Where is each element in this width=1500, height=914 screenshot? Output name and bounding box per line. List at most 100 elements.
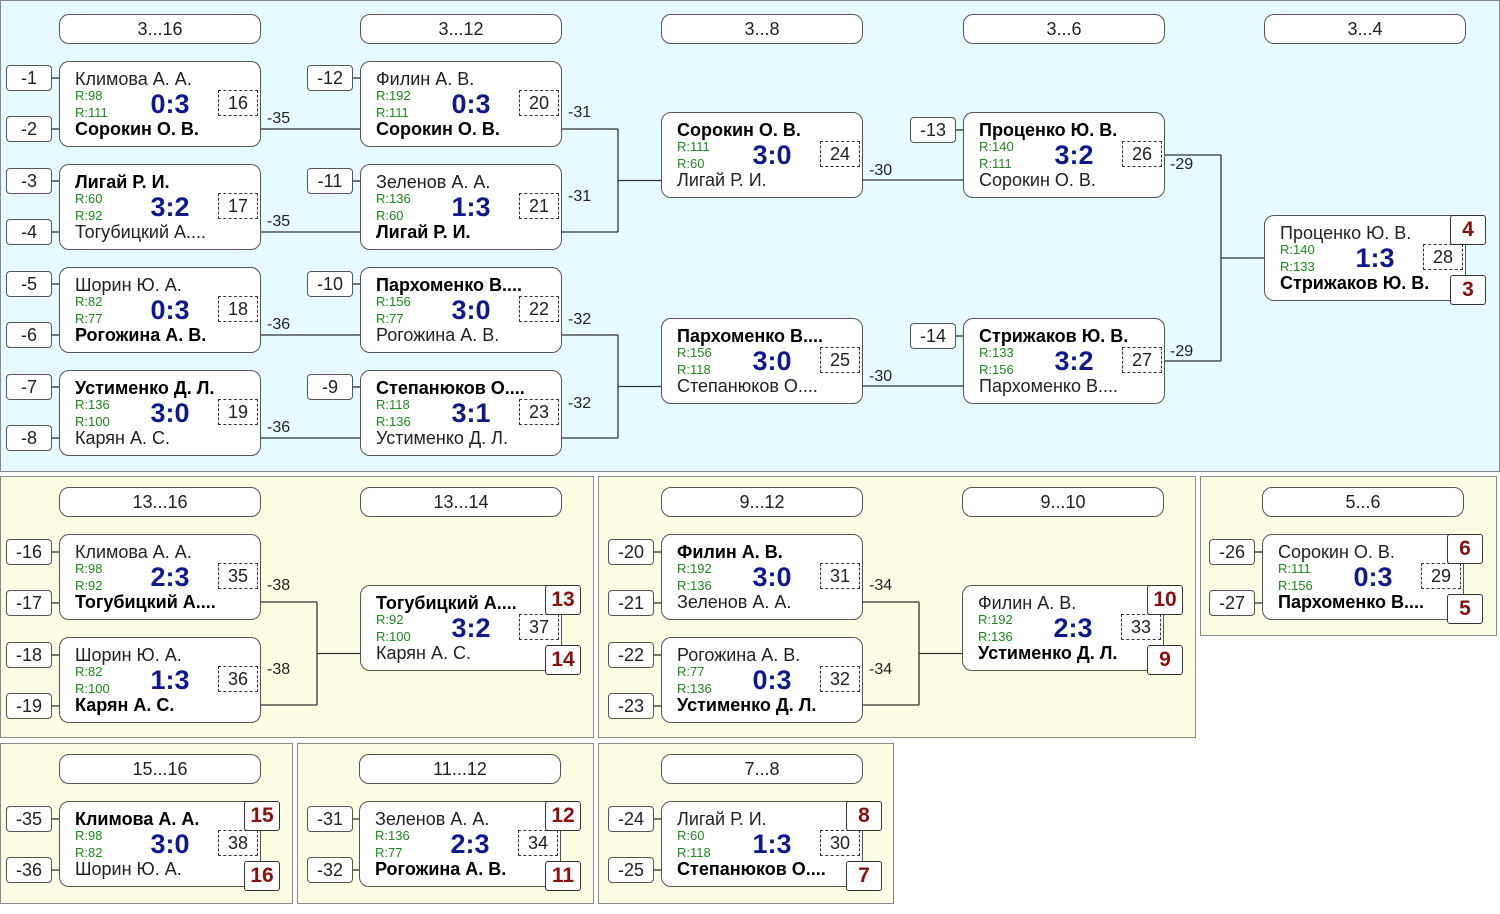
seed-slot[interactable]: -10 xyxy=(307,271,353,297)
seed-slot[interactable]: -21 xyxy=(608,590,654,616)
seed-slot[interactable]: -23 xyxy=(608,693,654,719)
match-score: 0:3 xyxy=(1353,562,1393,592)
match-number: 26 xyxy=(1122,141,1162,167)
player-bottom-rating: R:156 xyxy=(979,362,1014,377)
player-top-rating: R:98 xyxy=(75,561,103,576)
stage-header[interactable]: 3...16 xyxy=(59,14,261,44)
match-number: 23 xyxy=(519,399,559,425)
stage-header[interactable]: 13...16 xyxy=(59,487,261,517)
seed-slot[interactable]: -3 xyxy=(6,168,52,194)
player-top-rating: R:60 xyxy=(75,191,103,206)
stage-header[interactable]: 11...12 xyxy=(359,754,561,784)
seed-slot[interactable]: -32 xyxy=(307,857,353,883)
stage-header[interactable]: 3...8 xyxy=(661,14,863,44)
match-score: 3:2 xyxy=(1054,346,1094,376)
player-bottom-name: Устименко Д. Л. xyxy=(677,695,817,715)
player-bottom-rating: R:100 xyxy=(75,681,110,696)
player-bottom-name: Пархоменко В.... xyxy=(1278,592,1424,612)
match-score: 3:0 xyxy=(150,829,190,859)
seed-slot[interactable]: -9 xyxy=(307,374,353,400)
seed-slot[interactable]: -27 xyxy=(1209,590,1255,616)
seed-slot[interactable]: -14 xyxy=(910,323,956,349)
seed-slot[interactable]: -12 xyxy=(307,65,353,91)
stage-header[interactable]: 15...16 xyxy=(59,754,261,784)
seed-slot[interactable]: -5 xyxy=(6,271,52,297)
stage-header[interactable]: 3...6 xyxy=(963,14,1165,44)
loser-destination: -36 xyxy=(267,419,291,436)
player-top-rating: R:136 xyxy=(75,397,110,412)
seed-slot[interactable]: -25 xyxy=(608,857,654,883)
seed-slot[interactable]: -7 xyxy=(6,374,52,400)
seed-slot[interactable]: -17 xyxy=(6,590,52,616)
seed-slot[interactable]: -11 xyxy=(307,168,353,194)
seed-slot[interactable]: -26 xyxy=(1209,539,1255,565)
stage-header[interactable]: 3...12 xyxy=(360,14,562,44)
loser-destination: -35 xyxy=(267,213,291,230)
player-top-name: Тогубицкий А.... xyxy=(376,593,517,613)
seed-slot[interactable]: -13 xyxy=(910,117,956,143)
stage-header[interactable]: 3...4 xyxy=(1264,14,1466,44)
seed-slot[interactable]: -31 xyxy=(307,806,353,832)
seed-slot[interactable]: -24 xyxy=(608,806,654,832)
player-bottom-rating: R:77 xyxy=(375,845,403,860)
seed-slot[interactable]: -18 xyxy=(6,642,52,668)
seed-slot[interactable]: -22 xyxy=(608,642,654,668)
match-score: 0:3 xyxy=(150,295,190,325)
seed-slot[interactable]: -2 xyxy=(6,116,52,142)
player-top-name: Шорин Ю. А. xyxy=(75,275,182,295)
seed-slot[interactable]: -6 xyxy=(6,322,52,348)
player-top-name: Проценко Ю. В. xyxy=(979,120,1118,140)
match-number: 27 xyxy=(1122,347,1162,373)
stage-header[interactable]: 9...12 xyxy=(661,487,863,517)
seed-slot[interactable]: -16 xyxy=(6,539,52,565)
stage-header[interactable]: 5...6 xyxy=(1262,487,1464,517)
player-bottom-name: Тогубицкий А.... xyxy=(75,222,207,242)
player-top-rating: R:156 xyxy=(376,294,411,309)
seed-slot[interactable]: -4 xyxy=(6,219,52,245)
player-bottom-rating: R:136 xyxy=(677,578,712,593)
match-number: 31 xyxy=(820,563,860,589)
player-bottom-name: Степанюков О.... xyxy=(677,859,826,879)
seed-slot[interactable]: -8 xyxy=(6,425,52,451)
match-score: 3:0 xyxy=(752,346,792,376)
player-bottom-rating: R:111 xyxy=(75,105,108,120)
seed-slot[interactable]: -1 xyxy=(6,65,52,91)
player-top-name: Филин А. В. xyxy=(677,542,783,562)
match-number: 38 xyxy=(218,830,258,856)
seed-slot[interactable]: -36 xyxy=(6,857,52,883)
match-score: 2:3 xyxy=(450,829,490,859)
final-place-badge: 4 xyxy=(1450,215,1486,245)
stage-header[interactable]: 13...14 xyxy=(360,487,562,517)
stage-header[interactable]: 9...10 xyxy=(962,487,1164,517)
seed-slot[interactable]: -35 xyxy=(6,806,52,832)
seed-slot[interactable]: -20 xyxy=(608,539,654,565)
match-score: 1:3 xyxy=(451,192,491,222)
final-place-badge: 12 xyxy=(545,801,581,831)
seed-slot[interactable]: -19 xyxy=(6,693,52,719)
match-number: 19 xyxy=(218,399,258,425)
stage-header[interactable]: 7...8 xyxy=(661,754,863,784)
